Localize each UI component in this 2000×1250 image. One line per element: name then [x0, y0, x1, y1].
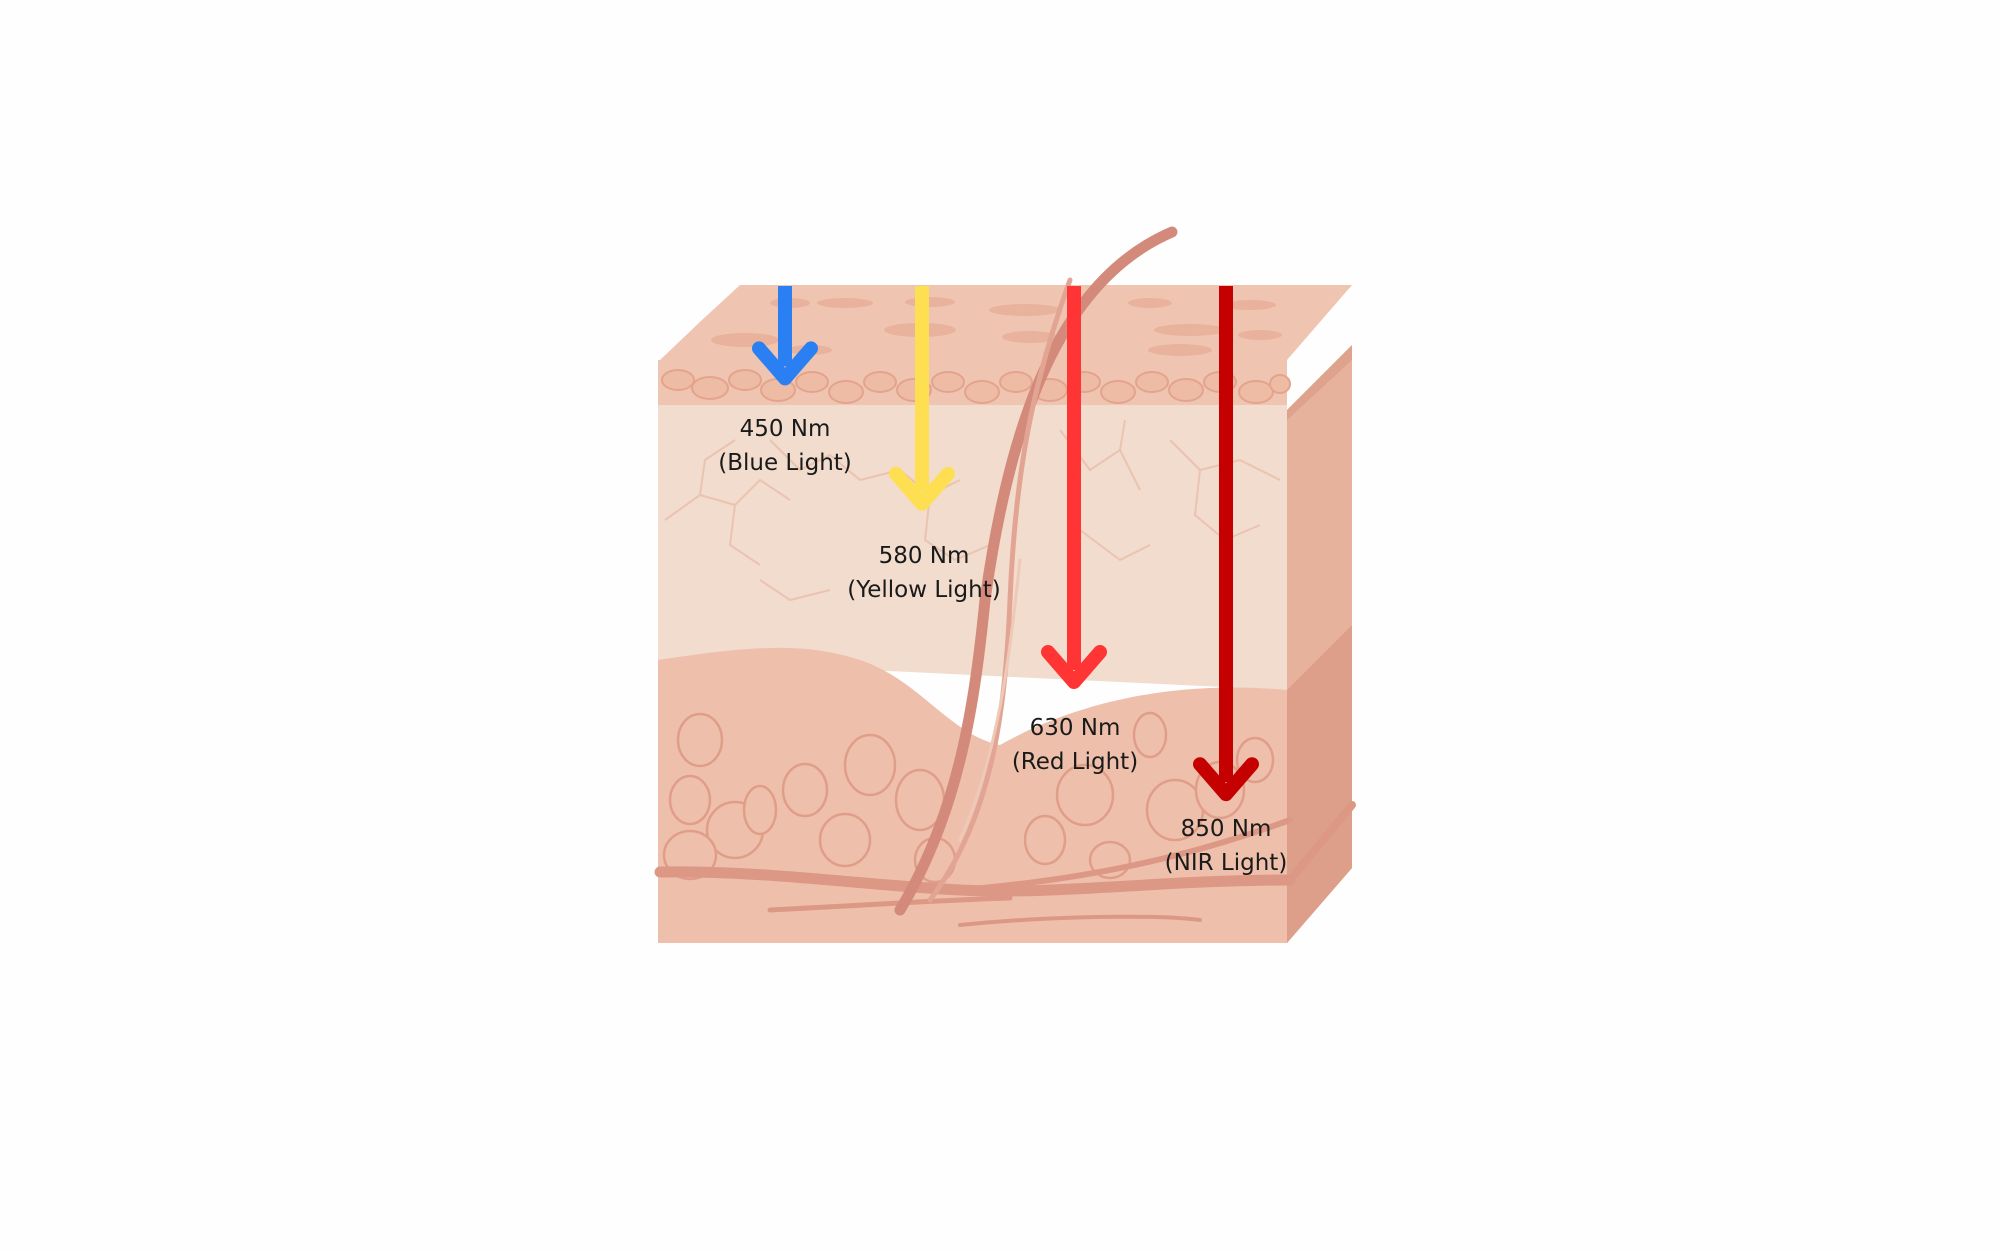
arrow-red-head — [1041, 645, 1107, 689]
arrow-nir-head — [1193, 757, 1259, 802]
label-nir: 850 Nm (NIR Light) — [1096, 812, 1356, 880]
wavelength-value: 630 Nm — [1029, 715, 1121, 741]
light-name: (Red Light) — [1011, 749, 1139, 775]
wavelength-value: 850 Nm — [1180, 816, 1272, 842]
wavelength-value: 580 Nm — [878, 543, 970, 569]
light-name: (NIR Light) — [1164, 850, 1288, 876]
hair-follicle — [894, 226, 1178, 916]
epidermis-cells — [661, 369, 1291, 404]
light-name: (Yellow Light) — [847, 577, 1001, 603]
surface-flakes — [711, 297, 1282, 356]
label-blue: 450 Nm (Blue Light) — [655, 412, 915, 480]
wavelength-value: 450 Nm — [739, 416, 831, 442]
light-name: (Blue Light) — [718, 450, 852, 476]
hypodermis-layer — [658, 647, 1287, 943]
arrow-yellow-head — [889, 466, 955, 511]
dermis-layer — [658, 405, 1287, 690]
label-red: 630 Nm (Red Light) — [945, 711, 1205, 779]
arrow-blue-head — [752, 341, 818, 386]
skin-side-epidermis — [1287, 345, 1352, 420]
light-arrows — [752, 286, 1259, 802]
label-yellow: 580 Nm (Yellow Light) — [794, 539, 1054, 607]
